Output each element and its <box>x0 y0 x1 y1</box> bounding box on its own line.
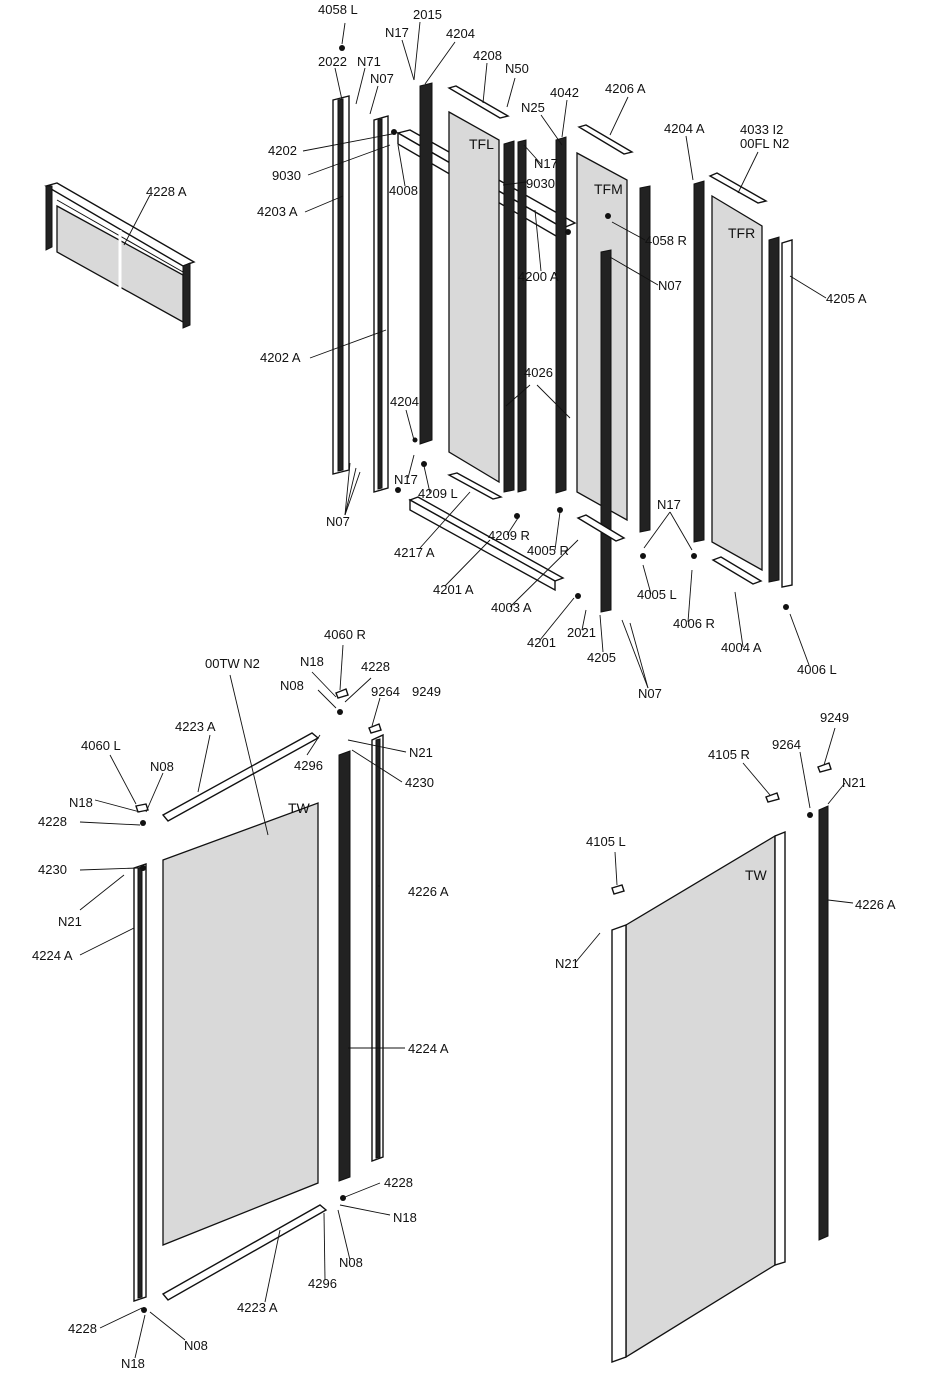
label-4202a: 4202 A <box>260 350 301 365</box>
label-tw-b: TW <box>745 867 768 883</box>
label-n21: N21 <box>409 745 433 760</box>
label-4201a: 4201 A <box>433 582 474 597</box>
label-4105l: 4105 L <box>586 834 626 849</box>
label-n18-c: N18 <box>393 1210 417 1225</box>
label-n21-d: N21 <box>555 956 579 971</box>
label-2022: 2022 <box>318 54 347 69</box>
callout-labels: 4058 L 2015 N17 4204 2022 N71 N07 4208 N… <box>32 2 896 1371</box>
label-n25: N25 <box>521 100 545 115</box>
label-4026: 4026 <box>524 365 553 380</box>
upper-assembly <box>332 45 793 613</box>
label-4296-b: 4296 <box>308 1276 337 1291</box>
label-9030: 9030 <box>272 168 301 183</box>
label-4228: 4228 <box>361 659 390 674</box>
label-n17-b: N17 <box>534 156 558 171</box>
label-n07: N07 <box>370 71 394 86</box>
label-4058r: 4058 R <box>645 233 687 248</box>
label-n71: N71 <box>357 54 381 69</box>
label-4033i2: 4033 I2 <box>740 122 783 137</box>
label-4060r: 4060 R <box>324 627 366 642</box>
label-n17-d: N17 <box>657 497 681 512</box>
label-n50: N50 <box>505 61 529 76</box>
label-4206a: 4206 A <box>605 81 646 96</box>
label-n18-b: N18 <box>69 795 93 810</box>
label-4202: 4202 <box>268 143 297 158</box>
label-4200a: 4200 A <box>518 269 559 284</box>
label-4228-b: 4228 <box>38 814 67 829</box>
label-4228a-top: 4228 A <box>146 184 187 199</box>
label-tfm: TFM <box>594 181 623 197</box>
label-n18-d: N18 <box>121 1356 145 1371</box>
label-4217a: 4217 A <box>394 545 435 560</box>
label-4208: 4208 <box>473 48 502 63</box>
label-4006l: 4006 L <box>797 662 837 677</box>
label-4058l: 4058 L <box>318 2 358 17</box>
label-2015: 2015 <box>413 7 442 22</box>
label-9030-b: 9030 <box>526 176 555 191</box>
label-00fln2: 00FL N2 <box>740 136 789 151</box>
label-4005l: 4005 L <box>637 587 677 602</box>
label-4204: 4204 <box>446 26 475 41</box>
label-4226a-b: 4226 A <box>855 897 896 912</box>
label-4004a: 4004 A <box>721 640 762 655</box>
label-n08: N08 <box>280 678 304 693</box>
label-4223a-b: 4223 A <box>237 1300 278 1315</box>
label-4008: 4008 <box>389 183 418 198</box>
label-4203a: 4203 A <box>257 204 298 219</box>
label-4224a-b: 4224 A <box>408 1041 449 1056</box>
label-4296: 4296 <box>294 758 323 773</box>
label-4042: 4042 <box>550 85 579 100</box>
label-4006r: 4006 R <box>673 616 715 631</box>
label-4205: 4205 <box>587 650 616 665</box>
label-4003a: 4003 A <box>491 600 532 615</box>
label-4226a: 4226 A <box>408 884 449 899</box>
label-4209l: 4209 L <box>418 486 458 501</box>
lower-right-assembly <box>611 762 832 1363</box>
label-tfl: TFL <box>469 136 494 152</box>
label-4204a: 4204 A <box>664 121 705 136</box>
label-tfr: TFR <box>728 225 755 241</box>
label-n17: N17 <box>385 25 409 40</box>
label-4005r: 4005 R <box>527 543 569 558</box>
part-4228a-frame <box>44 182 196 329</box>
label-tw: TW <box>288 800 311 816</box>
label-4223a: 4223 A <box>175 719 216 734</box>
label-n07-c: N07 <box>326 514 350 529</box>
label-4228-d: 4228 <box>68 1321 97 1336</box>
label-4230: 4230 <box>405 775 434 790</box>
label-4228-c: 4228 <box>384 1175 413 1190</box>
label-n07-d: N07 <box>638 686 662 701</box>
label-n18: N18 <box>300 654 324 669</box>
label-n07-b: N07 <box>658 278 682 293</box>
label-n08-c: N08 <box>339 1255 363 1270</box>
label-4209r: 4209 R <box>488 528 530 543</box>
label-4105r: 4105 R <box>708 747 750 762</box>
label-9249: 9249 <box>412 684 441 699</box>
leader-lines <box>79 21 854 1359</box>
label-9249-b: 9249 <box>820 710 849 725</box>
label-n17-c: N17 <box>394 472 418 487</box>
label-9264-b: 9264 <box>772 737 801 752</box>
label-4201: 4201 <box>527 635 556 650</box>
label-4204-b: 4204 <box>390 394 419 409</box>
label-4205a: 4205 A <box>826 291 867 306</box>
label-4060l: 4060 L <box>81 738 121 753</box>
label-n21-c: N21 <box>58 914 82 929</box>
label-00twn2: 00TW N2 <box>205 656 260 671</box>
label-2021: 2021 <box>567 625 596 640</box>
label-4224a: 4224 A <box>32 948 73 963</box>
label-4230-b: 4230 <box>38 862 67 877</box>
lower-left-assembly <box>133 688 384 1313</box>
label-9264: 9264 <box>371 684 400 699</box>
label-n08-d: N08 <box>184 1338 208 1353</box>
label-n21-b: N21 <box>842 775 866 790</box>
label-n08-b: N08 <box>150 759 174 774</box>
